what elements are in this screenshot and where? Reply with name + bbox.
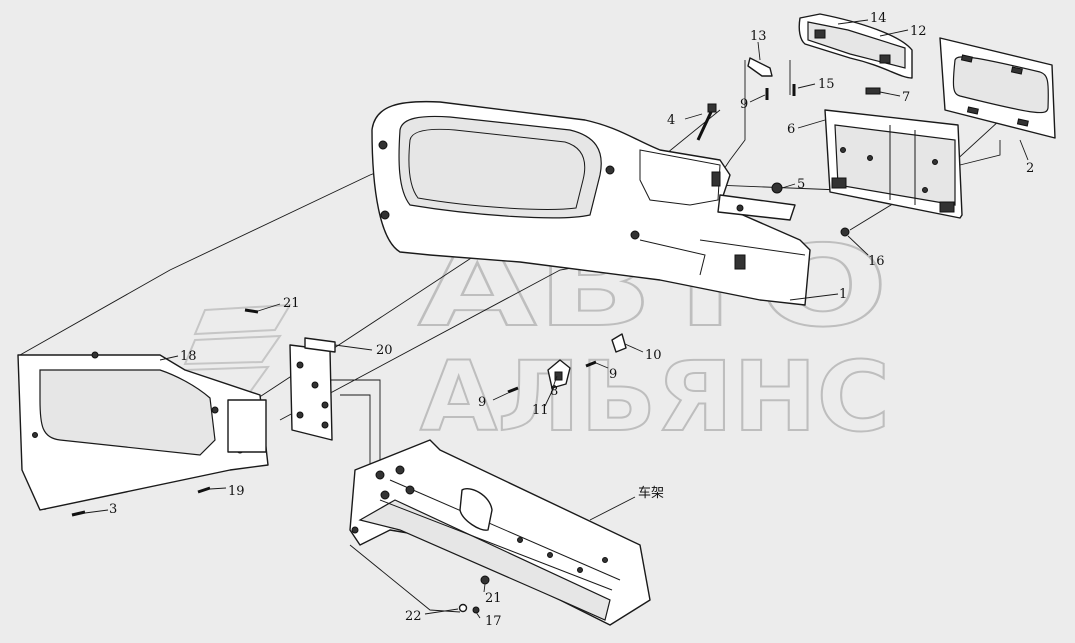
callout-1: 1 bbox=[839, 287, 847, 302]
callout-2: 2 bbox=[1026, 161, 1034, 176]
part-9-screws-mid bbox=[507, 360, 597, 394]
part-4-bolt bbox=[696, 103, 717, 141]
part-5-nut bbox=[771, 182, 783, 194]
assembly-line-6 bbox=[340, 394, 371, 475]
assembly-line-5 bbox=[330, 379, 381, 460]
bumper-clip bbox=[734, 254, 746, 270]
callout-12: 12 bbox=[910, 24, 927, 39]
part-20-mount-bracket bbox=[289, 337, 336, 441]
bumper-clip bbox=[711, 171, 721, 187]
bumper-bolt-hole bbox=[380, 210, 390, 220]
part-17-nut bbox=[472, 606, 480, 614]
assembly-line-22 bbox=[349, 544, 461, 613]
part-12-lamp bbox=[798, 13, 913, 79]
part-18-end-cap bbox=[17, 351, 269, 511]
part-1-bumper bbox=[371, 100, 811, 306]
part-10-clip bbox=[611, 333, 627, 353]
callout-21-upper: 21 bbox=[283, 296, 300, 311]
callout-9-left: 9 bbox=[478, 395, 486, 410]
callout-10: 10 bbox=[645, 348, 662, 363]
assembly-line-2b bbox=[959, 140, 1001, 166]
callout-11: 11 bbox=[532, 403, 549, 418]
bumper-bolt-hole bbox=[605, 165, 615, 175]
callout-3: 3 bbox=[109, 502, 117, 517]
callout-9-right: 9 bbox=[609, 367, 617, 382]
assembly-line-13 bbox=[719, 60, 746, 176]
part-16-nut bbox=[840, 227, 850, 237]
part-22-washer bbox=[458, 603, 468, 613]
part-21-screw bbox=[244, 308, 259, 314]
plate-bracket-clip bbox=[939, 201, 955, 213]
part-7-clip bbox=[865, 87, 881, 95]
part-6-plate-bracket bbox=[824, 109, 963, 219]
callout-6: 6 bbox=[787, 122, 795, 137]
callout-leaders bbox=[84, 19, 1029, 619]
callout-15: 15 bbox=[818, 77, 835, 92]
callout-labels: 1 2 3 4 5 6 7 8 9 9 9 10 11 12 13 14 15 … bbox=[109, 11, 1034, 629]
callout-19: 19 bbox=[228, 484, 245, 499]
bumper-bolt-hole bbox=[630, 230, 640, 240]
callout-21-lower: 21 bbox=[485, 591, 502, 606]
callout-22: 22 bbox=[405, 609, 422, 624]
watermark-line-2: АЛЬЯНС bbox=[420, 341, 890, 453]
callout-13: 13 bbox=[750, 29, 767, 44]
part-13-bracket bbox=[747, 57, 773, 77]
callout-9-top: 9 bbox=[740, 97, 748, 112]
callout-16: 16 bbox=[868, 254, 885, 269]
callout-20: 20 bbox=[376, 343, 393, 358]
callout-7: 7 bbox=[902, 90, 910, 105]
mounting-bracket-strip bbox=[717, 182, 796, 221]
callout-18: 18 bbox=[180, 349, 197, 364]
part-2-license-plate bbox=[939, 37, 1056, 139]
callout-5: 5 bbox=[797, 177, 805, 192]
callout-8: 8 bbox=[550, 384, 558, 399]
bumper-bolt-hole bbox=[378, 140, 388, 150]
callout-17: 17 bbox=[485, 614, 502, 629]
callout-4: 4 bbox=[667, 113, 675, 128]
vehicle-frame bbox=[349, 439, 651, 626]
callout-frame: 车架 bbox=[638, 485, 664, 501]
part-3-screw bbox=[71, 510, 86, 517]
part-19-screw bbox=[197, 486, 211, 494]
part-21-nut-lower bbox=[480, 575, 490, 585]
assembly-line-1 bbox=[19, 159, 411, 356]
plate-bracket-clip bbox=[831, 177, 847, 189]
callout-14: 14 bbox=[870, 11, 887, 26]
